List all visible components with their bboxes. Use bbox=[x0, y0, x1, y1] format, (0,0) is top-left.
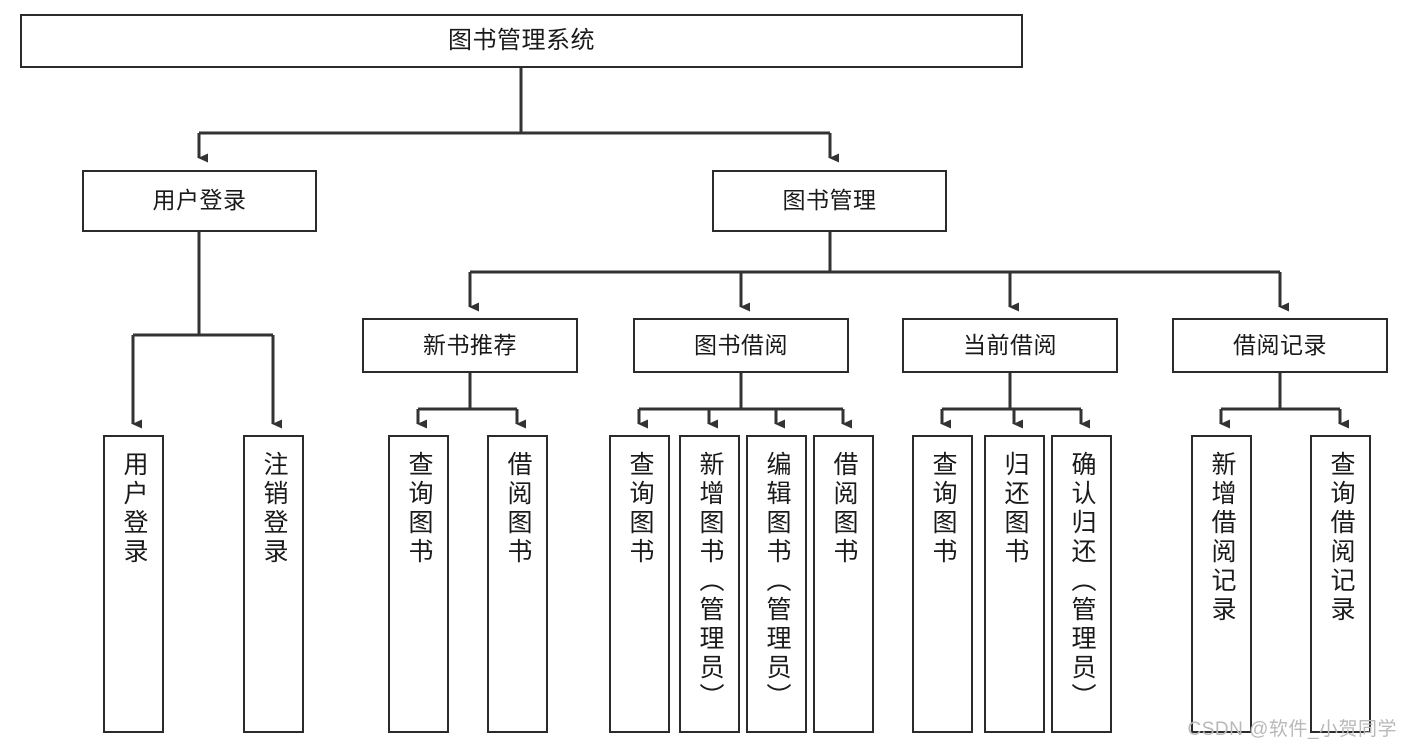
node-label: 查询图书 bbox=[626, 451, 654, 567]
node-label: 用户登录 bbox=[152, 187, 247, 214]
node-leaf-borrow-book-2[interactable]: 借阅图书 bbox=[813, 435, 874, 733]
node-leaf-query-book-3[interactable]: 查询图书 bbox=[912, 435, 973, 733]
node-label: 图书借阅 bbox=[694, 331, 788, 358]
node-leaf-return-book[interactable]: 归还图书 bbox=[984, 435, 1045, 733]
node-label: 注销登录 bbox=[260, 451, 288, 567]
node-leaf-user-login[interactable]: 用户登录 bbox=[103, 435, 164, 733]
node-label: 借阅图书 bbox=[504, 451, 532, 567]
node-current-borrow[interactable]: 当前借阅 bbox=[902, 318, 1118, 373]
node-user-login[interactable]: 用户登录 bbox=[82, 170, 317, 232]
node-borrow-record[interactable]: 借阅记录 bbox=[1172, 318, 1388, 373]
node-label: 新增借阅记录 bbox=[1208, 451, 1236, 625]
node-book-borrow[interactable]: 图书借阅 bbox=[633, 318, 849, 373]
node-label: 图书管理 bbox=[782, 187, 877, 214]
node-new-book-recommend[interactable]: 新书推荐 bbox=[362, 318, 578, 373]
node-book-manage[interactable]: 图书管理 bbox=[712, 170, 947, 232]
node-label: 查询图书 bbox=[405, 451, 433, 567]
node-leaf-add-book[interactable]: 新增图书（管理员） bbox=[679, 435, 740, 733]
node-label: 当前借阅 bbox=[963, 331, 1057, 358]
node-label: 图书管理系统 bbox=[448, 26, 595, 54]
node-label: 查询图书 bbox=[929, 451, 957, 567]
node-label: 借阅记录 bbox=[1233, 331, 1327, 358]
node-leaf-borrow-book-1[interactable]: 借阅图书 bbox=[487, 435, 548, 733]
node-system-root[interactable]: 图书管理系统 bbox=[20, 14, 1023, 68]
node-label: 编辑图书（管理员） bbox=[763, 451, 791, 712]
node-label: 确认归还（管理员） bbox=[1068, 451, 1096, 712]
node-label: 新增图书（管理员） bbox=[696, 451, 724, 712]
node-leaf-query-book-2[interactable]: 查询图书 bbox=[609, 435, 670, 733]
node-leaf-query-record[interactable]: 查询借阅记录 bbox=[1310, 435, 1371, 733]
node-label: 用户登录 bbox=[120, 451, 148, 567]
node-leaf-confirm-return[interactable]: 确认归还（管理员） bbox=[1051, 435, 1112, 733]
node-label: 归还图书 bbox=[1001, 451, 1029, 567]
node-leaf-query-book-1[interactable]: 查询图书 bbox=[388, 435, 449, 733]
node-label: 查询借阅记录 bbox=[1327, 451, 1355, 625]
node-label: 新书推荐 bbox=[423, 331, 517, 358]
node-leaf-user-logout[interactable]: 注销登录 bbox=[243, 435, 304, 733]
node-leaf-edit-book[interactable]: 编辑图书（管理员） bbox=[746, 435, 807, 733]
node-leaf-add-record[interactable]: 新增借阅记录 bbox=[1191, 435, 1252, 733]
node-label: 借阅图书 bbox=[830, 451, 858, 567]
watermark-text: CSDN @软件_小贺同学 bbox=[1187, 719, 1397, 740]
